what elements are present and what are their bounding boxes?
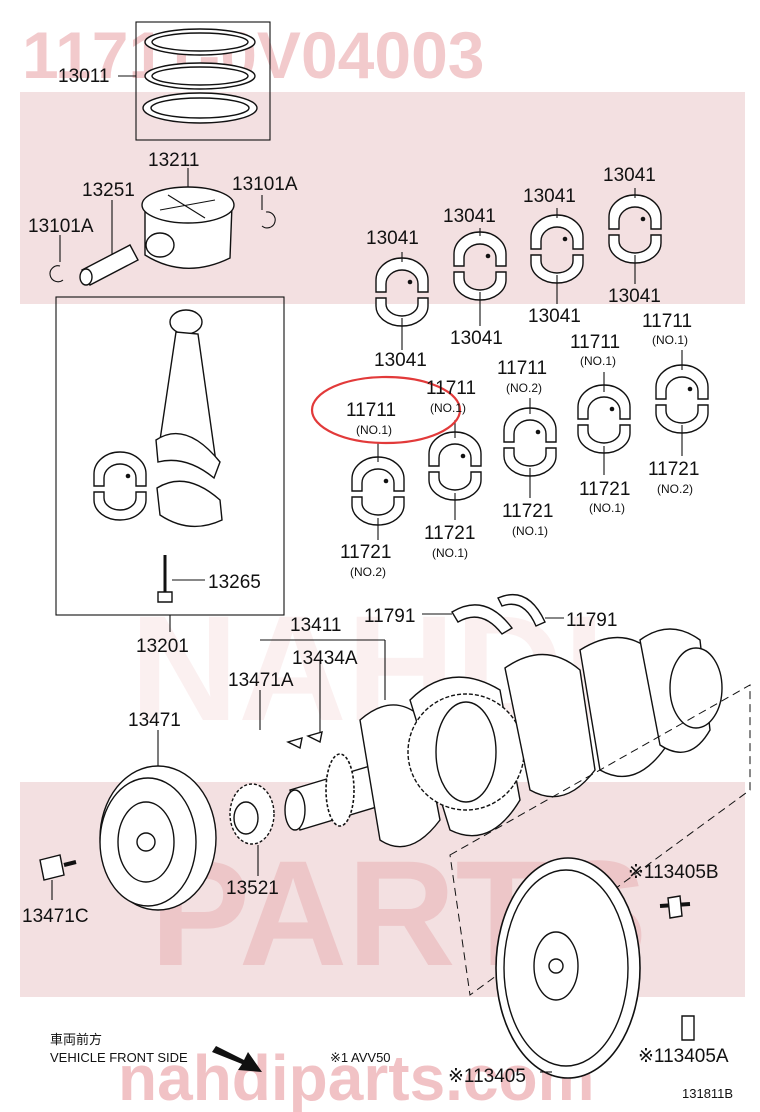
label-13041-b: 13041 [443, 206, 496, 227]
label-11721-b-sub: (NO.1) [432, 546, 468, 560]
label-11721-b: 11721 [424, 523, 475, 544]
label-13101a-right: 13101A [232, 174, 298, 195]
label-13434a: 13434A [292, 648, 358, 669]
label-13405b: ※113405B [628, 862, 719, 883]
conrod-bearings [375, 188, 662, 350]
footer: 車両前方 VEHICLE FRONT SIDE ※1 AVV50 131811B [50, 1032, 733, 1101]
label-11721-a-sub: (NO.2) [350, 565, 386, 579]
label-13041-d: 13041 [603, 165, 656, 186]
timing-sprocket [229, 783, 275, 876]
label-11721-a: 11721 [340, 542, 391, 563]
label-13041-a: 13041 [366, 228, 419, 249]
label-11711-a-sub: (NO.1) [356, 423, 392, 437]
watermark: 11711-0V04003 NAHDI PARTS nahdiparts.com [20, 18, 745, 1112]
label-11791-right: 11791 [566, 610, 617, 631]
front-arrow-icon [212, 1046, 262, 1072]
label-11711-b-sub: (NO.1) [430, 401, 466, 415]
thrust-washers [422, 593, 564, 635]
label-11711-d: 11711 [570, 332, 620, 353]
label-13251: 13251 [82, 180, 135, 201]
label-13411: 13411 [290, 615, 341, 636]
label-13405a: ※113405A [638, 1046, 729, 1067]
label-11721-d-sub: (NO.1) [589, 501, 625, 515]
connecting-rod-box [55, 296, 285, 632]
highlight-ring [310, 375, 462, 445]
label-13521: 13521 [226, 878, 279, 899]
front-jp-label: 車両前方 [50, 1032, 102, 1047]
label-13041-g: 13041 [528, 306, 581, 327]
label-13041-f: 13041 [450, 328, 503, 349]
label-13471: 13471 [128, 710, 181, 731]
label-13041-e: 13041 [374, 350, 427, 371]
label-11711-c: 11711 [497, 358, 547, 379]
label-13041-c: 13041 [523, 186, 576, 207]
label-11721-e: 11721 [648, 459, 699, 480]
label-13211: 13211 [148, 150, 199, 171]
label-11721-c: 11721 [502, 501, 553, 522]
label-13041-h: 13041 [608, 286, 661, 307]
piston-ring-set [118, 21, 271, 141]
label-13471c: 13471C [22, 906, 89, 927]
label-13201: 13201 [136, 636, 189, 657]
label-11711-a: 11711 [346, 400, 396, 421]
label-11791-left: 11791 [364, 606, 415, 627]
label-13101a-left: 13101A [28, 216, 94, 237]
label-11711-b: 11711 [426, 378, 476, 399]
crankshaft [259, 628, 751, 996]
label-11721-e-sub: (NO.2) [657, 482, 693, 496]
label-11711-e: 11711 [642, 311, 692, 332]
diagram-id: 131811B [682, 1086, 733, 1101]
piston-assembly [49, 168, 276, 286]
label-13471a: 13471A [228, 670, 294, 691]
label-11721-d: 11721 [579, 479, 630, 500]
label-13011: 13011 [58, 66, 109, 87]
front-en-label: VEHICLE FRONT SIDE [50, 1050, 188, 1065]
crankshaft-pulley [39, 730, 217, 911]
label-13405: ※113405 [448, 1066, 526, 1087]
label-11711-c-sub: (NO.2) [506, 381, 542, 395]
label-13265: 13265 [208, 572, 261, 593]
note-label: ※1 AVV50 [330, 1050, 391, 1065]
watermark-site: nahdiparts.com [118, 1042, 595, 1112]
label-11711-d-sub: (NO.1) [580, 354, 616, 368]
label-11721-c-sub: (NO.1) [512, 524, 548, 538]
flywheel [495, 857, 695, 1079]
label-11711-e-sub: (NO.1) [652, 333, 688, 347]
